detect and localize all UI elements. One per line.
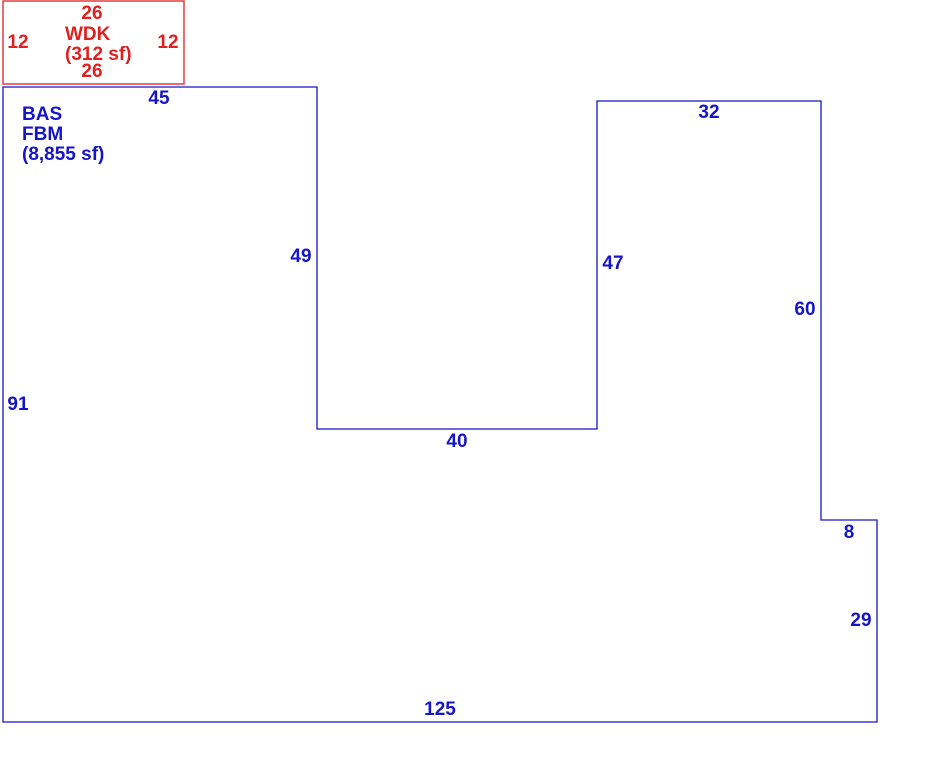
bas-dim-notch-bottom: 40 xyxy=(446,431,467,452)
bas-code-label: BAS xyxy=(22,104,62,125)
bas-dim-bottom: 125 xyxy=(424,699,456,720)
bas-dim-inner-right: 47 xyxy=(602,253,623,274)
bas-dim-top-left: 45 xyxy=(148,88,170,109)
bas-dim-right-lower: 29 xyxy=(850,610,871,631)
wdk-code-label: WDK xyxy=(65,24,111,45)
bas-area-label: (8,855 sf) xyxy=(22,144,104,165)
bas-dim-right-upper: 60 xyxy=(794,299,815,320)
wdk-outline xyxy=(2,0,185,85)
bas-dim-step: 8 xyxy=(844,522,855,543)
wdk-dim-bottom: 26 xyxy=(81,61,102,82)
wdk-dim-right: 12 xyxy=(157,32,178,53)
bas-dim-top-right: 32 xyxy=(698,102,719,123)
wdk-dim-left: 12 xyxy=(7,32,28,53)
wdk-dim-top: 26 xyxy=(81,3,102,24)
bas-dim-left: 91 xyxy=(7,394,29,415)
bas-dim-inner-left: 49 xyxy=(290,246,311,267)
bas-code2-label: FBM xyxy=(22,124,63,145)
wdk-area-label: (312 sf) xyxy=(65,44,132,65)
bas-outline xyxy=(2,86,878,723)
